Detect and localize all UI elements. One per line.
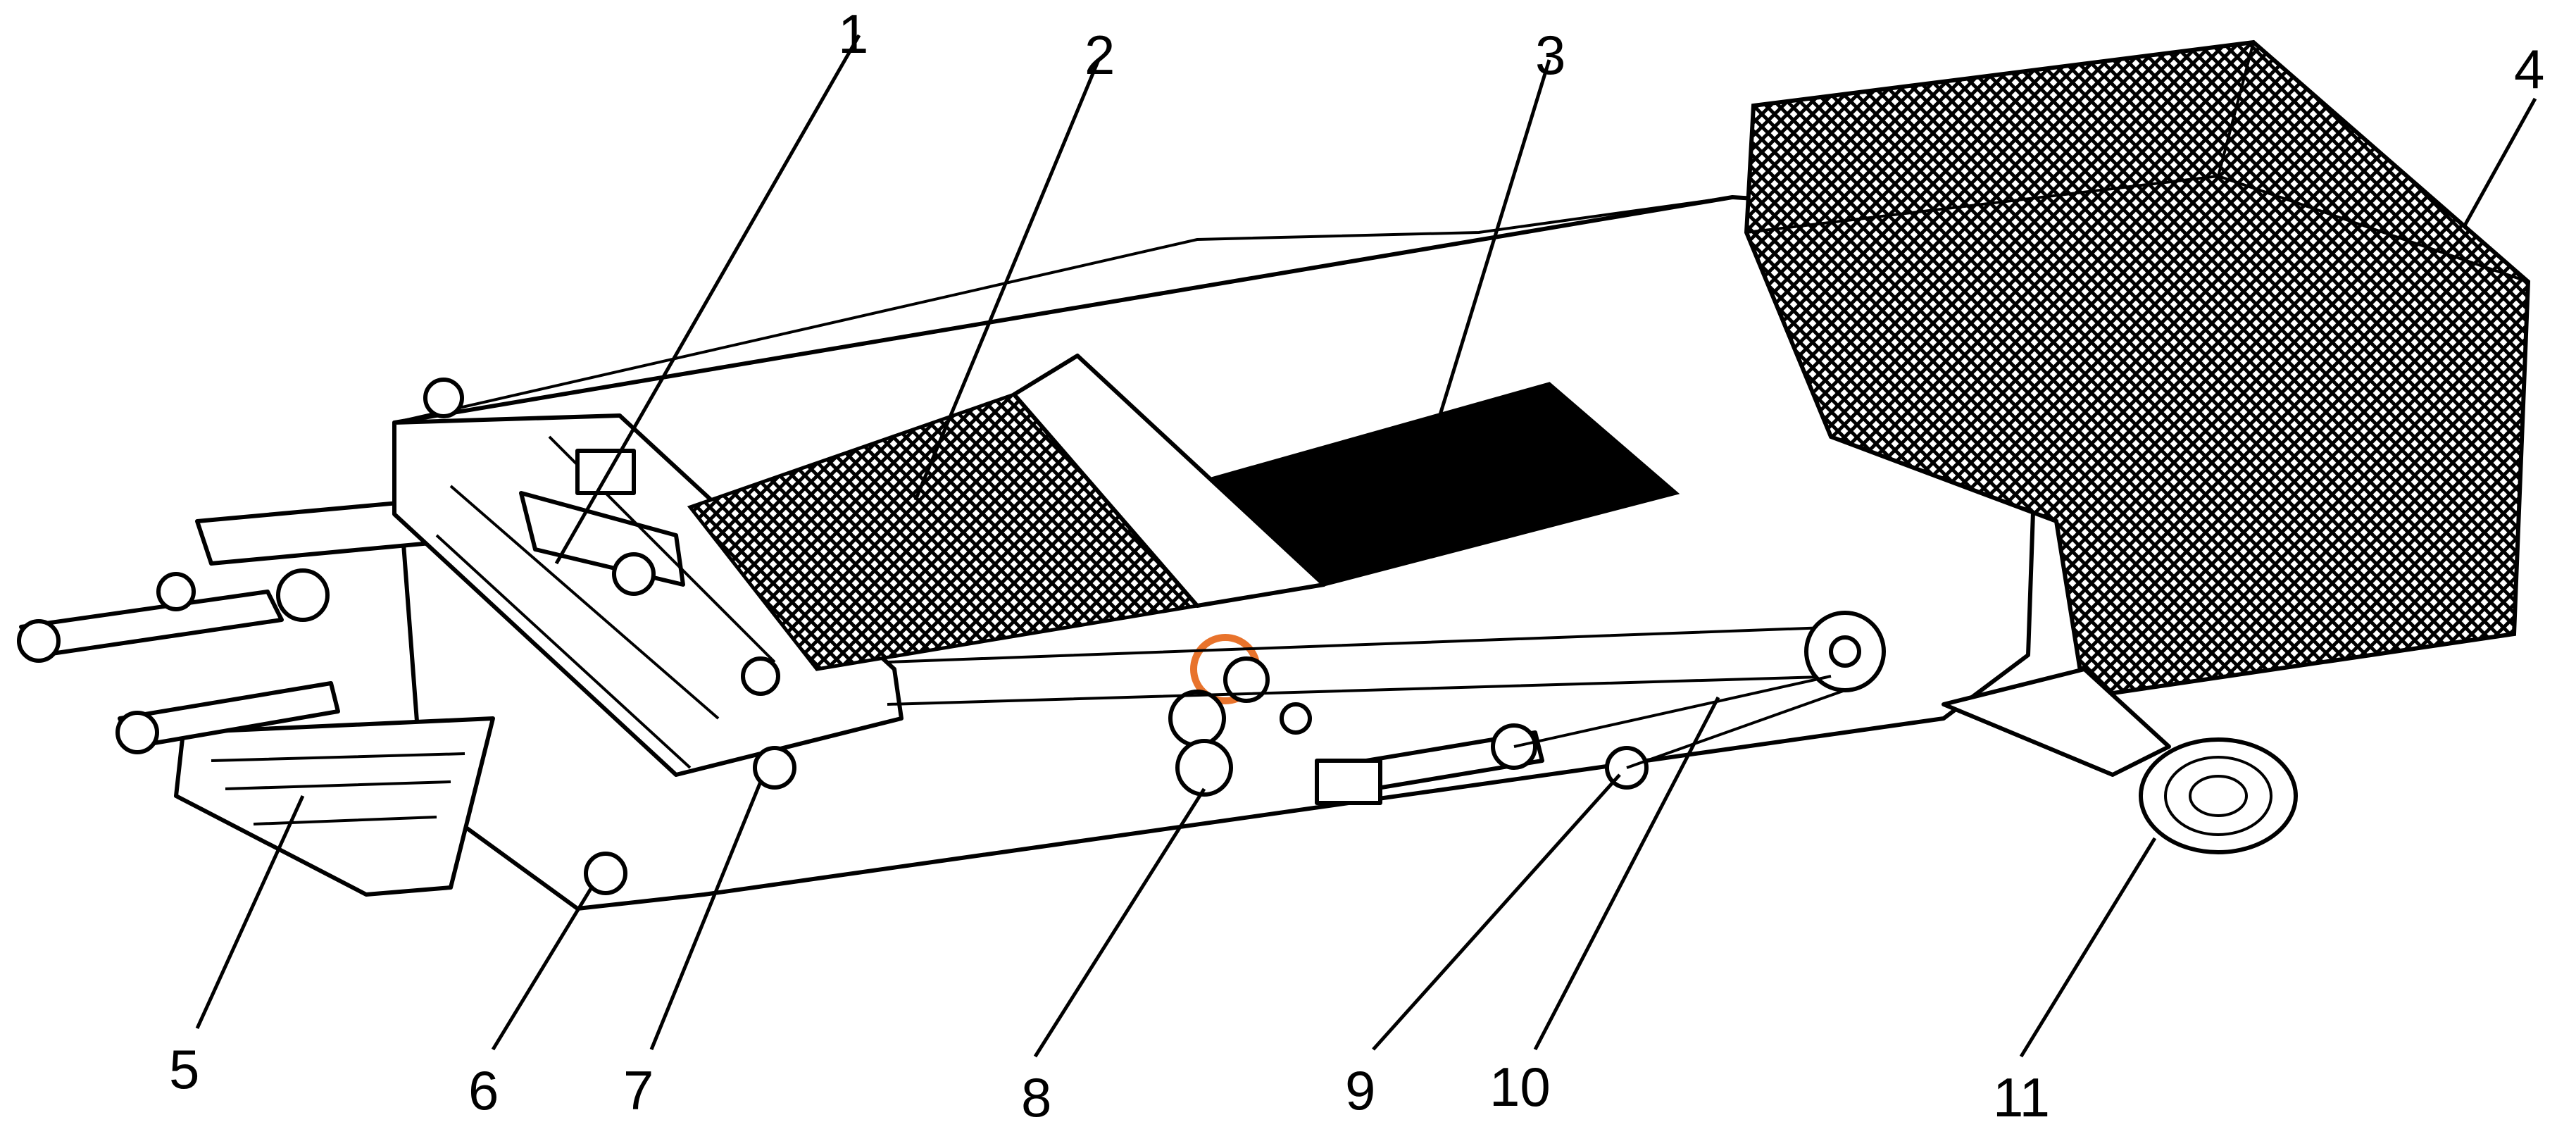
leader-lines bbox=[195, 34, 2537, 1058]
callout-3: 3 bbox=[1535, 24, 1565, 86]
callout-4: 4 bbox=[2514, 38, 2544, 100]
front-gears bbox=[584, 656, 796, 895]
callout-7: 7 bbox=[623, 1059, 654, 1121]
callout-6: 6 bbox=[468, 1059, 499, 1121]
callout-labels: 1 2 3 4 5 6 7 8 9 10 11 bbox=[169, 3, 2544, 1128]
separating-belt bbox=[1208, 382, 1680, 587]
belt-drive bbox=[887, 611, 1886, 805]
drive-sprockets bbox=[1168, 634, 1312, 797]
callout-2: 2 bbox=[1084, 24, 1115, 86]
callout-9: 9 bbox=[1345, 1059, 1375, 1121]
hitch-linkage bbox=[17, 378, 516, 754]
callout-11: 11 bbox=[1993, 1066, 2050, 1128]
ground-wheel bbox=[1942, 667, 2298, 854]
digging-shovel bbox=[174, 716, 495, 897]
callout-1: 1 bbox=[838, 3, 868, 65]
callout-10: 10 bbox=[1489, 1056, 1551, 1118]
callout-8: 8 bbox=[1021, 1066, 1051, 1128]
callout-5: 5 bbox=[169, 1038, 199, 1100]
